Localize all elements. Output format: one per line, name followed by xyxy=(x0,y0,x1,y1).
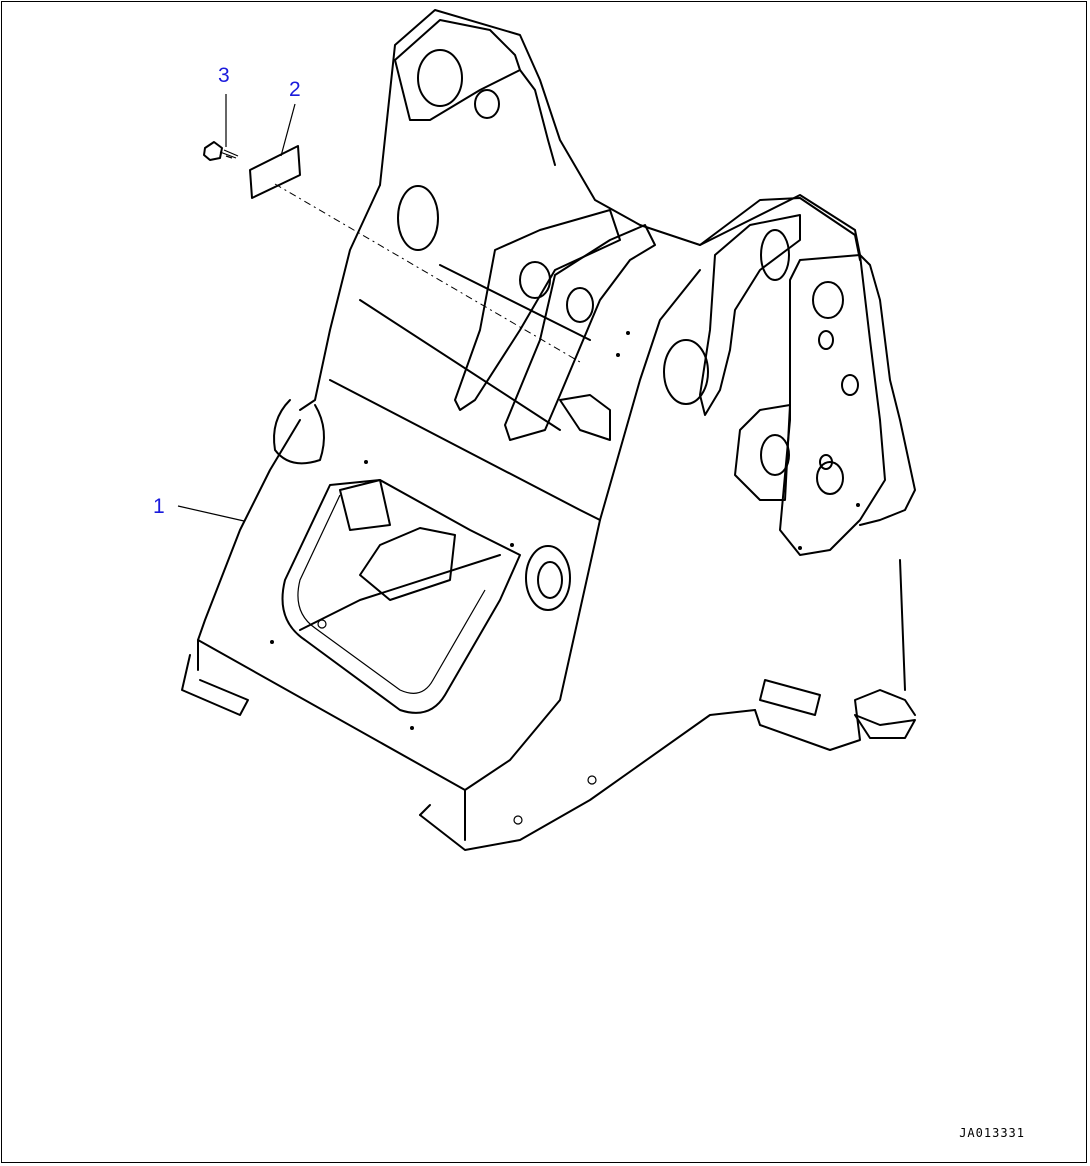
leader-line-2 xyxy=(280,103,296,157)
bolt-icon xyxy=(203,141,239,161)
leader-lines xyxy=(177,94,581,522)
frame-icon xyxy=(181,9,916,851)
callout-3: 3 xyxy=(218,64,230,87)
drawing-code: JA013331 xyxy=(959,1126,1025,1140)
callout-2: 2 xyxy=(289,78,301,101)
installation-line xyxy=(274,183,581,363)
callout-1: 1 xyxy=(153,495,165,518)
leader-line-1 xyxy=(177,505,245,522)
plate-icon xyxy=(249,145,301,199)
